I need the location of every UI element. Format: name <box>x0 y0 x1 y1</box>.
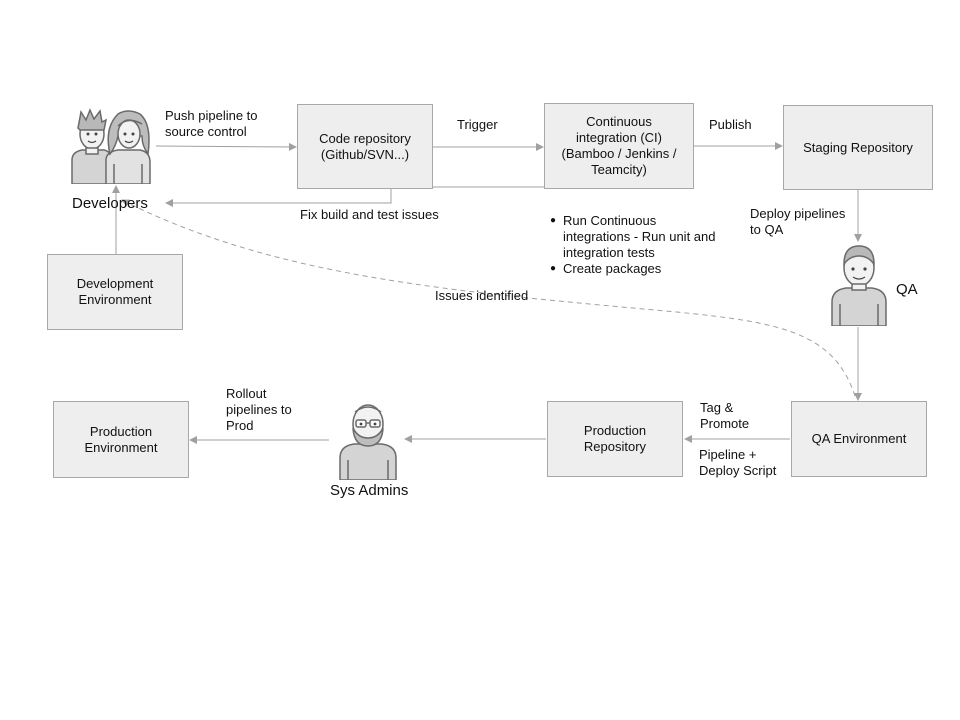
sys-admins-label: Sys Admins <box>330 482 409 499</box>
publish-label: Publish <box>709 117 752 132</box>
trigger-label: Trigger <box>457 117 498 132</box>
pipeline-deploy-label: Pipeline + Deploy Script <box>699 447 777 478</box>
qa-person-icon <box>831 245 887 326</box>
production-repository-box[interactable]: Production Repository <box>547 401 683 477</box>
fix-build-label: Fix build and test issues <box>300 207 439 222</box>
code-repository-box[interactable]: Code repository (Github/SVN...) <box>297 104 433 189</box>
developers-label: Developers <box>72 195 148 212</box>
sys-admin-icon <box>339 404 397 480</box>
issues-identified-label: Issues identified <box>435 288 529 303</box>
push-pipeline-label: Push pipeline to source control <box>165 108 258 139</box>
arrow-issues-identified <box>121 199 856 397</box>
ci-label: Continuous integration (CI) (Bamboo / Je… <box>561 114 677 177</box>
production-environment-label: Production Environment <box>84 423 158 455</box>
developers-icon <box>71 108 151 184</box>
qa-environment-box[interactable]: QA Environment <box>791 401 927 477</box>
rollout-label: Rollout pipelines to Prod <box>226 386 292 433</box>
staging-repository-label: Staging Repository <box>803 139 913 155</box>
ci-note-item: Run Continuous integrations - Run unit a… <box>550 213 715 261</box>
arrow-push-pipeline <box>155 142 297 151</box>
development-environment-box[interactable]: Development Environment <box>47 254 183 330</box>
production-repository-label: Production Repository <box>583 423 647 454</box>
ci-note-item: Create packages <box>550 261 715 277</box>
ci-notes-list: Run Continuous integrations - Run unit a… <box>550 213 715 277</box>
qa-environment-label: QA Environment <box>811 431 907 446</box>
development-environment-label: Development Environment <box>76 276 154 307</box>
arrow-fix-build <box>165 189 392 207</box>
qa-label: QA <box>896 281 918 298</box>
code-repository-label: Code repository (Github/SVN...) <box>319 130 411 162</box>
ci-box[interactable]: Continuous integration (CI) (Bamboo / Je… <box>544 103 694 189</box>
production-environment-box[interactable]: Production Environment <box>53 401 189 478</box>
deploy-qa-label: Deploy pipelines to QA <box>750 206 846 237</box>
tag-promote-label: Tag & Promote <box>700 400 750 431</box>
staging-repository-box[interactable]: Staging Repository <box>783 105 933 190</box>
